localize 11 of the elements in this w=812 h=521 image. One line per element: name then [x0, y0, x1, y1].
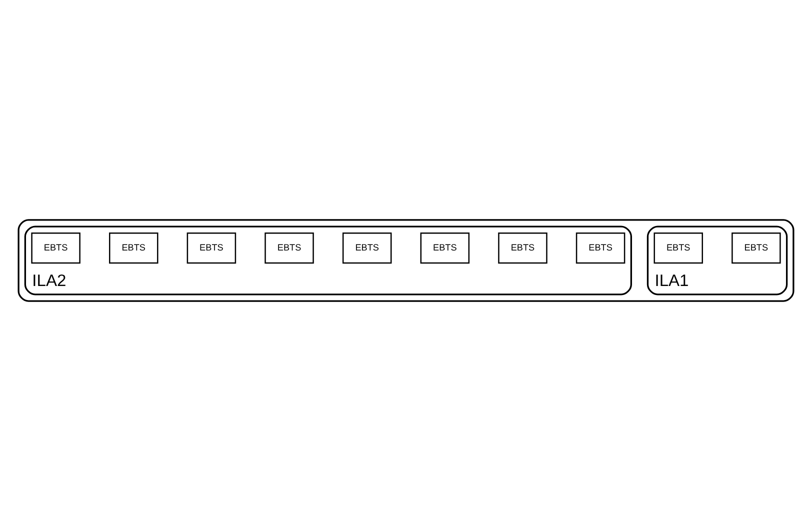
node-box: EBTS	[498, 232, 548, 264]
node-box: EBTS	[31, 232, 80, 264]
node-box: EBTS	[654, 232, 703, 264]
cluster	[18, 219, 794, 302]
node-box: EBTS	[109, 232, 158, 264]
node-box: EBTS	[342, 232, 392, 264]
node-box: EBTS	[264, 232, 314, 264]
node-box: EBTS	[186, 232, 236, 264]
node-box: EBTS	[576, 232, 626, 264]
node-box: EBTS	[420, 232, 470, 264]
node-box: EBTS	[732, 232, 781, 264]
